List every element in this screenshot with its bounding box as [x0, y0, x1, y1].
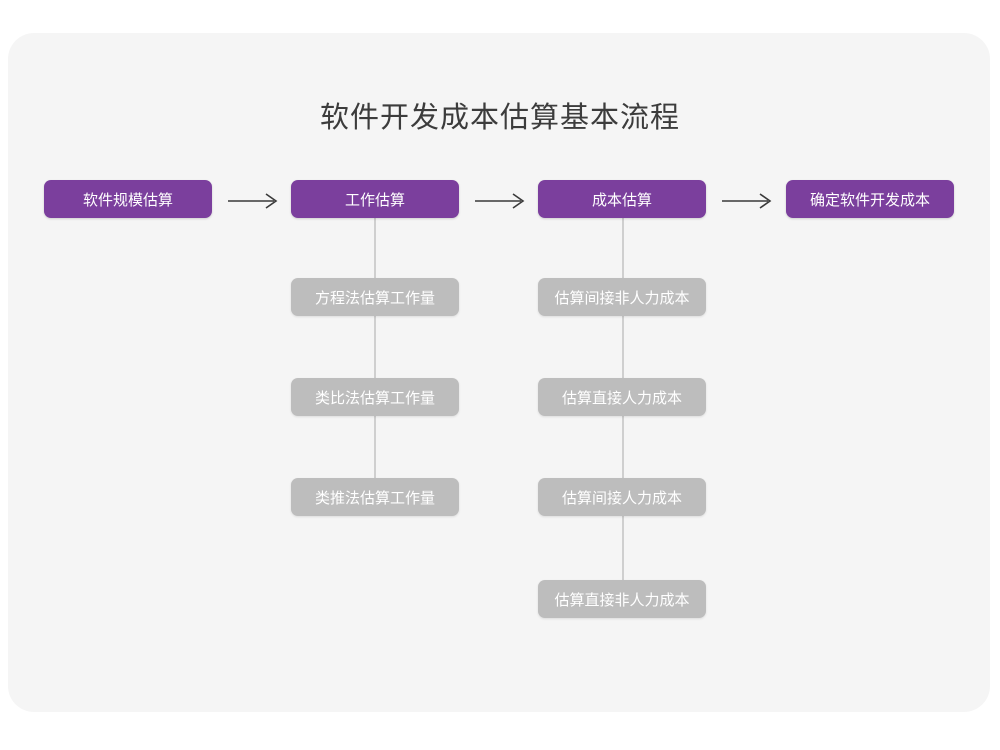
sub-node-label: 类比法估算工作量: [314, 389, 435, 407]
flow-node-label: 工作估算: [344, 191, 405, 209]
flow-node-cost-estimation[interactable]: 成本估算: [538, 180, 706, 218]
flow-node-software-scale-estimation[interactable]: 软件规模估算: [44, 180, 212, 218]
sub-node-equation-method-workload[interactable]: 方程法估算工作量: [291, 278, 459, 316]
sub-node-label: 类推法估算工作量: [314, 489, 435, 507]
sub-node-label: 估算直接非人力成本: [554, 591, 690, 609]
connector-line-work-column: [374, 218, 376, 480]
sub-node-inference-method-workload[interactable]: 类推法估算工作量: [291, 478, 459, 516]
page-title: 软件开发成本估算基本流程: [319, 102, 680, 134]
flow-node-determine-development-cost[interactable]: 确定软件开发成本: [786, 180, 954, 218]
arrow-right-icon-2: [473, 190, 529, 212]
sub-node-label: 估算直接人力成本: [561, 389, 682, 407]
flow-node-label: 软件规模估算: [82, 191, 173, 209]
flow-node-work-estimation[interactable]: 工作估算: [291, 180, 459, 218]
flow-node-label: 确定软件开发成本: [809, 191, 930, 209]
sub-node-direct-nonlabor-cost[interactable]: 估算直接非人力成本: [538, 580, 706, 618]
diagram-card: [8, 33, 990, 712]
sub-node-indirect-labor-cost[interactable]: 估算间接人力成本: [538, 478, 706, 516]
sub-node-label: 估算间接人力成本: [561, 489, 682, 507]
sub-node-direct-labor-cost[interactable]: 估算直接人力成本: [538, 378, 706, 416]
sub-node-indirect-nonlabor-cost[interactable]: 估算间接非人力成本: [538, 278, 706, 316]
sub-node-analogy-method-workload[interactable]: 类比法估算工作量: [291, 378, 459, 416]
arrow-right-icon-3: [720, 190, 776, 212]
arrow-right-icon-1: [226, 190, 282, 212]
flow-node-label: 成本估算: [591, 191, 652, 209]
sub-node-label: 估算间接非人力成本: [554, 289, 690, 307]
sub-node-label: 方程法估算工作量: [314, 289, 435, 307]
